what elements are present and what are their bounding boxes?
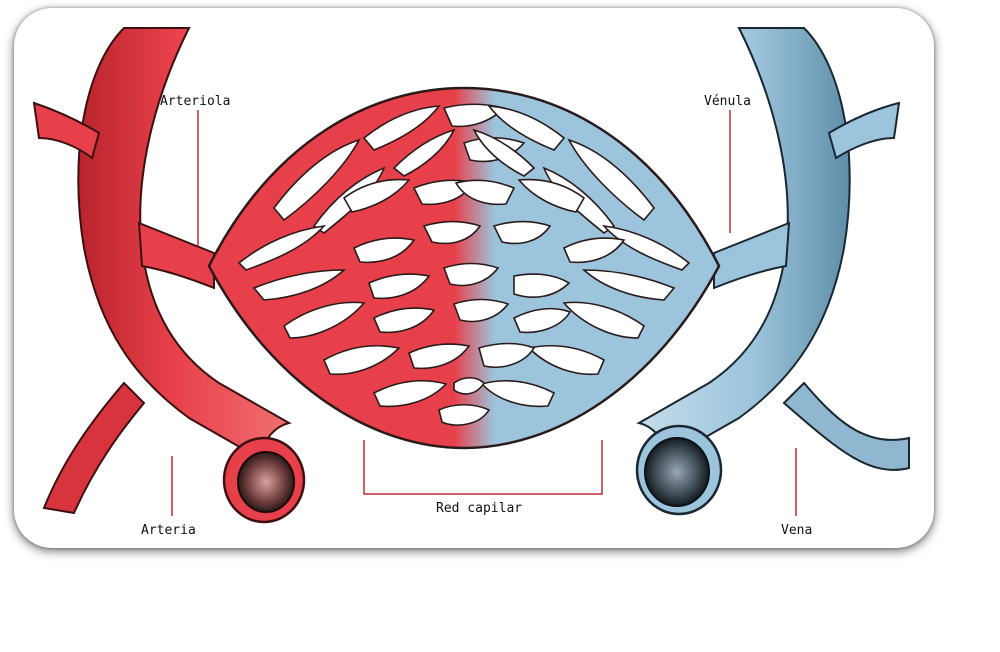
label-vena: Vena bbox=[781, 523, 812, 538]
artery bbox=[32, 27, 306, 524]
capillary-bed bbox=[207, 86, 721, 450]
label-arteria: Arteria bbox=[141, 523, 196, 538]
diagram-frame: Arteriola Vénula Red capilar Arteria Ven… bbox=[14, 8, 934, 548]
vein-lumen bbox=[644, 437, 710, 507]
artery-branch-upper bbox=[32, 101, 101, 160]
label-venula: Vénula bbox=[704, 94, 751, 109]
vein bbox=[635, 27, 910, 516]
artery-branch-lower bbox=[42, 381, 146, 515]
arteriole bbox=[137, 221, 215, 290]
capillary-network-diagram: Arteriola Vénula Red capilar Arteria Ven… bbox=[32, 27, 910, 538]
label-arteriola: Arteriola bbox=[160, 94, 230, 109]
venule bbox=[713, 221, 791, 290]
capillary-gaps bbox=[237, 103, 691, 426]
artery-trunk bbox=[77, 27, 292, 460]
annotations: Arteriola Vénula Red capilar Arteria Ven… bbox=[141, 94, 812, 538]
label-red-capilar: Red capilar bbox=[436, 501, 522, 516]
vein-branch-lower bbox=[782, 381, 910, 471]
artery-lumen bbox=[237, 451, 295, 513]
vein-branch-upper bbox=[827, 101, 901, 160]
red-capilar-bracket bbox=[363, 440, 603, 495]
